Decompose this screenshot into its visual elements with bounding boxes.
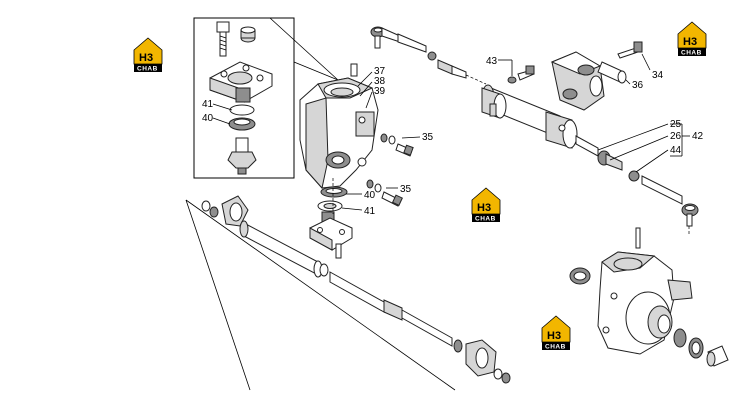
callout-36: 36	[632, 80, 644, 91]
svg-text:CHAB: CHAB	[681, 50, 702, 57]
svg-text:H3: H3	[477, 202, 491, 214]
bolt-35-lower	[366, 179, 403, 207]
callout-44: 44	[670, 145, 682, 156]
bolt-43	[507, 65, 535, 84]
inset-bolt	[216, 21, 230, 57]
callout-37: 37	[374, 66, 386, 77]
axle-shaft-assembly	[185, 195, 511, 391]
cylinder-mount-bracket	[550, 51, 605, 111]
inset-flange	[209, 61, 273, 103]
tie-rod-shaft-left	[397, 33, 427, 53]
callout-40-inset: 40	[202, 113, 214, 124]
watermark-logo-top-right: H3 CHAB	[677, 21, 707, 57]
inset-lower-bolt	[227, 137, 257, 175]
bolt-34	[617, 41, 643, 59]
callout-38: 38	[374, 76, 386, 87]
svg-text:CHAB: CHAB	[545, 344, 566, 351]
callout-41-inset: 41	[202, 99, 214, 110]
callout-35-upper: 35	[422, 132, 434, 143]
callout-42: 42	[692, 131, 704, 142]
svg-text:H3: H3	[139, 52, 153, 64]
callout-43: 43	[486, 56, 498, 67]
callout-39: 39	[374, 86, 386, 97]
steering-knuckle-upper	[299, 63, 379, 190]
callout-41-lower: 41	[364, 206, 376, 217]
callout-34: 34	[652, 70, 664, 81]
lower-flange	[309, 211, 353, 259]
pin-36	[597, 61, 627, 84]
tie-rod-shaft-right	[641, 175, 683, 205]
callout-40-lower: 40	[364, 190, 376, 201]
callout-35-lower: 35	[400, 184, 412, 195]
clamp-ring	[628, 170, 640, 182]
callout-25: 25	[670, 119, 682, 130]
tie-rod-end-right	[681, 203, 699, 227]
inset-ring-41	[229, 104, 255, 116]
bolt-35-upper	[380, 133, 414, 157]
svg-text:CHAB: CHAB	[137, 66, 158, 73]
watermark-logo-top-left: H3 CHAB	[133, 37, 163, 73]
svg-text:CHAB: CHAB	[475, 216, 496, 223]
steering-knuckle-lower	[569, 227, 693, 355]
callout-26: 26	[670, 131, 682, 142]
seal-ring	[673, 328, 687, 348]
tie-rod-end-left	[370, 26, 401, 49]
steering-cylinder	[481, 84, 578, 149]
watermark-logo-bottom: H3 CHAB	[541, 315, 571, 351]
svg-text:H3: H3	[547, 330, 561, 342]
inset-cap	[240, 26, 256, 43]
svg-text:H3: H3	[683, 36, 697, 48]
adjuster-sleeve	[437, 59, 453, 75]
bushing	[706, 345, 729, 367]
inset-detail-box: 41 40	[193, 17, 339, 179]
watermark-logo-center: H3 CHAB	[471, 187, 501, 223]
